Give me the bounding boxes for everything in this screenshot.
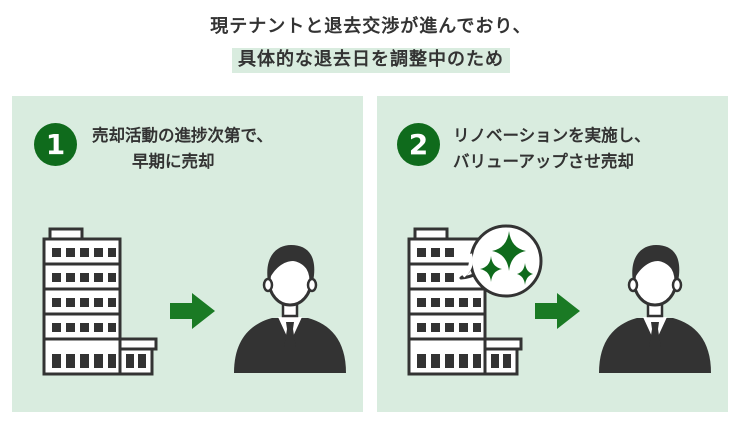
arrow-right-icon [170,293,215,329]
sparkle-medium [480,256,502,282]
option-title-1: 売却活動の進捗次第で、 早期に売却 [92,123,273,175]
option-title-2-line-2: バリューアップさせ売却 [453,152,634,171]
illustration-renovate [407,224,711,376]
businessman-icon [599,245,711,373]
number-badge-1: 1 [34,123,77,166]
option-title-1-line-1: 売却活動の進捗次第で、 [92,126,273,145]
illustration-sell-early [42,227,346,376]
option-panel-2: 2 リノベーションを実施し、 バリューアップさせ売却 [377,96,728,412]
option-title-1-line-2: 早期に売却 [132,152,215,171]
businessman-icon [234,245,346,373]
arrow-right-icon [535,293,580,329]
sparkle-bubble-icon [459,224,543,298]
option-panel-1: 1 売却活動の進捗次第で、 早期に売却 [12,96,363,412]
option-title-2-line-1: リノベーションを実施し、 [453,126,651,145]
building-windows [52,248,146,368]
headline-line-2: 具体的な退去日を調整中のため [0,45,742,73]
number-badge-2: 2 [397,123,440,166]
headline-line-1: 現テナントと退去交渉が進んでおり、 [210,16,532,37]
building-windows [417,248,511,368]
headline-highlight: 具体的な退去日を調整中のため [232,48,510,73]
sparkle-large [492,231,526,271]
sparkle-small [517,263,533,285]
option-title-2: リノベーションを実施し、 バリューアップさせ売却 [453,123,651,175]
